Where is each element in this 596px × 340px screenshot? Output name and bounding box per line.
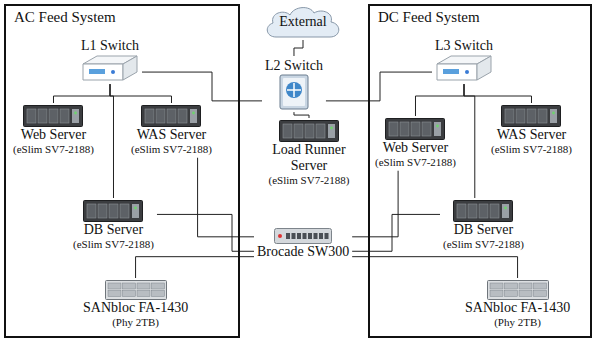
connector: [294, 112, 309, 118]
server-icon: [83, 200, 143, 222]
node-label: L2 Switch: [265, 58, 323, 74]
server-icon: [141, 105, 201, 127]
storage-array: SANbloc FA-1430(Phy 2TB): [80, 278, 191, 331]
switch-icon: [435, 54, 493, 82]
server-icon: [23, 105, 83, 127]
fc-switch-icon: [274, 228, 332, 244]
connector: [110, 84, 171, 103]
connector: [352, 257, 517, 278]
connector: [415, 84, 464, 116]
connector: [464, 84, 531, 103]
node-label: DB Server: [454, 222, 514, 238]
node-label: L1 Switch: [81, 38, 139, 54]
node-label: L3 Switch: [435, 38, 493, 54]
connector: [136, 257, 254, 278]
storage-icon: [487, 280, 549, 300]
model-label: (eSlim SV7-2188): [375, 156, 456, 169]
connector: [464, 84, 475, 198]
connector: [110, 84, 113, 198]
external-cloud: External: [262, 4, 344, 40]
model-label: (eSlim SV7-2188): [13, 143, 94, 156]
server-icon: [501, 105, 561, 127]
server-box: WAS Server(eSlim SV7-2188): [128, 103, 215, 158]
storage-array: SANbloc FA-1430(Phy 2TB): [462, 278, 573, 331]
model-label: (eSlim SV7-2188): [491, 143, 572, 156]
network-switch: L2 Switch: [262, 56, 326, 112]
model-label: (eSlim SV7-2188): [443, 238, 524, 251]
fc-switch: Brocade SW300: [254, 226, 352, 262]
node-label: Web Server: [383, 140, 448, 156]
network-switch: L1 Switch: [78, 36, 142, 84]
node-label: SANbloc FA-1430: [83, 300, 188, 316]
storage-icon: [105, 280, 167, 300]
connector: [53, 84, 110, 103]
region-title: AC Feed System: [6, 6, 238, 26]
feed-system-region: AC Feed SystemL1 SwitchWeb Server(eSlim …: [4, 4, 240, 338]
server-icon: [453, 200, 513, 222]
feed-system-region: DC Feed SystemL3 SwitchWeb Server(eSlim …: [368, 4, 592, 338]
node-label: WAS Server: [497, 127, 567, 143]
connector: [352, 214, 440, 251]
node-label: External: [279, 14, 326, 30]
server-box: Web Server(eSlim SV7-2188): [10, 103, 97, 158]
connector: [326, 72, 432, 101]
server-icon: [279, 120, 339, 142]
switch-icon: [274, 74, 314, 110]
connector: [142, 72, 262, 101]
server-box: DB Server(eSlim SV7-2188): [440, 198, 527, 253]
server-box: Load Runner Server(eSlim SV7-2188): [256, 118, 362, 189]
node-label: Load Runner Server: [259, 142, 359, 174]
server-box: WAS Server(eSlim SV7-2188): [488, 103, 575, 158]
model-label: (eSlim SV7-2188): [269, 174, 350, 187]
node-label: Web Server: [21, 127, 86, 143]
server-box: Web Server(eSlim SV7-2188): [372, 116, 459, 171]
connector: [198, 158, 254, 237]
network-switch: L3 Switch: [432, 36, 496, 84]
model-label: (Phy 2TB): [494, 316, 541, 329]
switch-icon: [81, 54, 139, 82]
model-label: (eSlim SV7-2188): [73, 238, 154, 251]
node-label: DB Server: [84, 222, 144, 238]
connector: [352, 171, 398, 237]
node-label: Brocade SW300: [257, 244, 349, 260]
connector: [294, 40, 303, 56]
model-label: (Phy 2TB): [112, 316, 159, 329]
node-label: WAS Server: [137, 127, 207, 143]
node-label: SANbloc FA-1430: [465, 300, 570, 316]
server-icon: [385, 118, 445, 140]
server-box: DB Server(eSlim SV7-2188): [70, 198, 157, 253]
region-title: DC Feed System: [370, 6, 590, 26]
model-label: (eSlim SV7-2188): [131, 143, 212, 156]
